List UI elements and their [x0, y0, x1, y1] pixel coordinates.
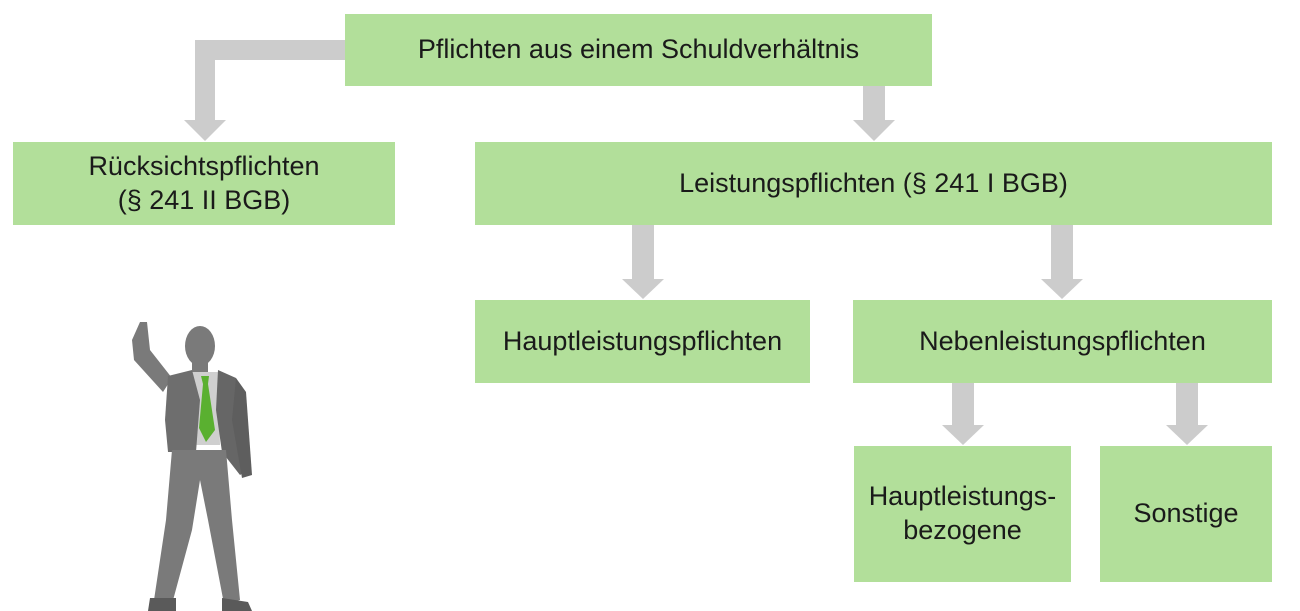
- node-label-line2: (§ 241 II BGB): [117, 184, 291, 215]
- node-label-line1: Rücksichtspflichten: [88, 150, 320, 181]
- arrow-leist-to-haupt: [622, 225, 664, 299]
- arrow-root-to-leist: [853, 86, 895, 141]
- node-ruecksichtspflichten: Rücksichtspflichten (§ 241 II BGB): [13, 142, 395, 225]
- node-nebenleistungspflichten: Nebenleistungspflichten: [853, 300, 1272, 383]
- node-label: Leistungspflichten (§ 241 I BGB): [679, 167, 1068, 198]
- node-label-line2: bezogene: [903, 515, 1022, 545]
- node-label: Pflichten aus einem Schuldverhältnis: [417, 34, 860, 65]
- node-hauptleistungspflichten: Hauptleistungspflichten: [475, 300, 810, 383]
- node-sonstige: Sonstige: [1100, 446, 1272, 582]
- node-label: Sonstige: [1133, 498, 1239, 529]
- node-label: Nebenleistungspflichten: [919, 325, 1206, 356]
- businessman-figure-illustration: [132, 322, 252, 611]
- arrow-leist-to-neben: [1041, 225, 1083, 299]
- arrow-root-to-rueck: [184, 40, 345, 141]
- node-label-line1: Hauptleistungs-: [868, 481, 1057, 512]
- node-hauptleistungsbezogene: Hauptleistungs- bezogene: [854, 446, 1071, 582]
- node-label: Hauptleistungspflichten: [502, 325, 783, 356]
- node-leistungspflichten: Leistungspflichten (§ 241 I BGB): [475, 142, 1272, 225]
- arrow-neben-to-hbez: [942, 383, 984, 445]
- arrow-neben-to-sonst: [1166, 383, 1208, 445]
- node-pflichten-schuldverhaeltnis: Pflichten aus einem Schuldverhältnis: [345, 14, 932, 86]
